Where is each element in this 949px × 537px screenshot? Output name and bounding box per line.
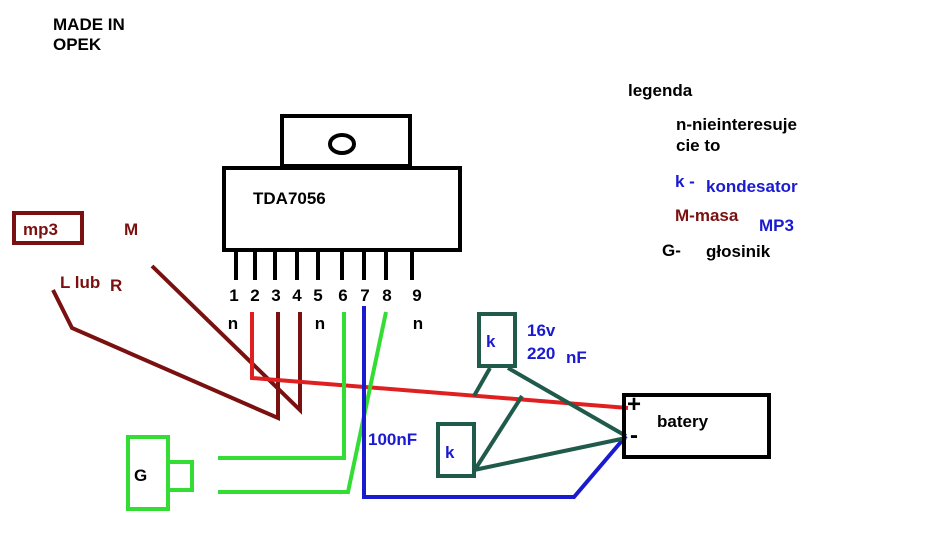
legend-n-line-1: n-nieinteresuje: [676, 115, 797, 134]
positive-wire: [250, 312, 629, 410]
capacitor-lower-value: 100nF: [368, 430, 418, 449]
legend-n-line-2: cie to: [676, 136, 721, 155]
pin-number-2: 2: [250, 286, 260, 305]
capacitor-upper-value-2a: 220: [527, 344, 556, 363]
chip-mount-hole: [328, 133, 356, 155]
header-line-2: OPEK: [53, 35, 102, 54]
legend-m-item: M-masa: [675, 206, 739, 225]
pin-number-6: 6: [338, 286, 348, 305]
pin-number-7: 7: [360, 286, 370, 305]
legend-k-key: k -: [675, 172, 695, 191]
header-line-1: MADE IN: [53, 15, 125, 34]
ground-label: M: [124, 220, 139, 239]
chip-name: TDA7056: [253, 189, 326, 208]
chip-pins: [234, 252, 414, 280]
battery-plus: +: [627, 391, 642, 418]
pin-9-unused-mark: n: [412, 314, 424, 333]
legend-g-desc: głosinik: [706, 242, 771, 261]
speaker-wires: [218, 311, 388, 494]
legend-g-key: G-: [662, 241, 681, 260]
chip-body: [222, 166, 462, 252]
chip-heatsink-tab: [280, 114, 412, 168]
capacitor-upper-label: k: [486, 332, 496, 351]
legend-title: legenda: [628, 81, 693, 100]
capacitor-lower-label: k: [445, 443, 455, 462]
ground-wire: [362, 306, 628, 499]
battery-label: batery: [657, 412, 709, 431]
speaker-cone: [166, 460, 194, 492]
pin-1-unused-mark: n: [227, 314, 239, 333]
signal-right-label: R: [110, 276, 123, 295]
pin-number-5: 5: [313, 286, 323, 305]
capacitor-wires: [472, 366, 627, 472]
pin-number-8: 8: [382, 286, 392, 305]
battery-box: [622, 393, 771, 459]
capacitor-upper-value-1: 16v: [527, 321, 556, 340]
speaker-label: G: [134, 466, 148, 485]
pin-number-4: 4: [292, 286, 302, 305]
pin-number-3: 3: [271, 286, 281, 305]
pin-number-9: 9: [412, 286, 422, 305]
pin-number-1: 1: [229, 286, 239, 305]
mp3-box: [12, 211, 84, 245]
capacitor-upper: [477, 312, 517, 368]
legend-mp3-item: MP3: [759, 216, 794, 235]
mp3-label: mp3: [23, 220, 58, 239]
signal-left-label: L lub: [60, 273, 101, 292]
capacitor-lower: [436, 422, 476, 478]
capacitor-upper-value-2b: nF: [566, 348, 587, 367]
pin-5-unused-mark: n: [314, 314, 326, 333]
legend-k-desc: kondesator: [706, 177, 798, 196]
input-wires: [51, 264, 302, 422]
battery-minus: -: [630, 422, 638, 449]
